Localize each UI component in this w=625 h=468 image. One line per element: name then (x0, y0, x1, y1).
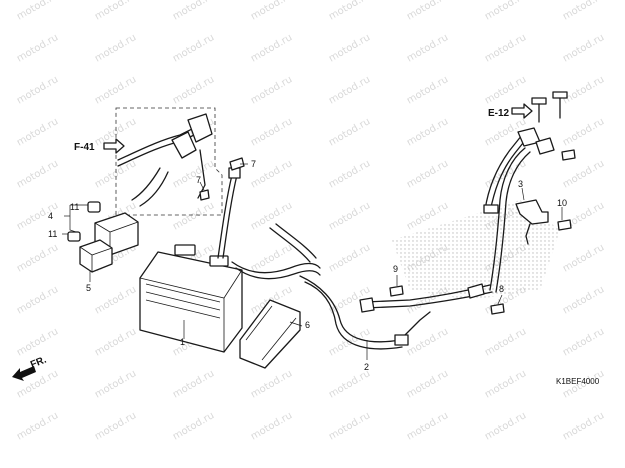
callout-7b: 7 (196, 175, 201, 185)
battery-cable (217, 167, 241, 259)
watermark-text: motod.ru (405, 326, 450, 358)
callout-7a: 7 (251, 159, 256, 169)
watermark-text: motod.ru (327, 242, 372, 274)
watermark-text: motod.ru (15, 200, 60, 232)
watermark-text: motod.ru (561, 0, 606, 23)
watermark-text: motod.ru (327, 368, 372, 400)
watermark-text: motod.ru (483, 0, 528, 23)
watermark-text: motod.ru (249, 32, 294, 64)
watermark-text: motod.ru (483, 410, 528, 442)
watermark-text: motod.ru (171, 0, 216, 23)
watermark-text: motod.ru (171, 200, 216, 232)
watermark-text: motod.ru (15, 0, 60, 23)
ref-e12-label: E-12 (488, 108, 510, 119)
watermark-text: motod.ru (93, 0, 138, 23)
callout-5: 5 (86, 283, 91, 293)
watermark-text: motod.ru (405, 0, 450, 23)
watermark-text: motod.ru (93, 74, 138, 106)
watermark-text: motod.ru (327, 0, 372, 23)
watermark-text: motod.ru (93, 284, 138, 316)
watermark-text: motod.ru (561, 410, 606, 442)
shading-area (392, 200, 560, 300)
wire-harness (231, 127, 555, 350)
watermark-text: motod.ru (249, 368, 294, 400)
callout-1: 1 (180, 337, 185, 347)
watermark-text: motod.ru (15, 158, 60, 190)
watermark-text: motod.ru (405, 116, 450, 148)
watermark-text: motod.ru (15, 242, 60, 274)
callout-2: 2 (364, 362, 369, 372)
watermark-text: motod.ru (327, 74, 372, 106)
watermark-text: motod.ru (561, 284, 606, 316)
watermark-text: motod.ru (249, 242, 294, 274)
watermark-text: motod.ru (171, 32, 216, 64)
callout-11a: 11 (70, 202, 79, 212)
watermark-text: motod.ru (15, 326, 60, 358)
watermark-text: motod.ru (405, 368, 450, 400)
watermark-text: motod.ru (483, 32, 528, 64)
watermark-text: motod.ru (15, 284, 60, 316)
diagram-code: K1BEF4000 (556, 377, 600, 386)
ref-f41-label: F-41 (74, 142, 95, 153)
watermark-text: motod.ru (327, 32, 372, 64)
watermark-text: motod.ru (327, 410, 372, 442)
watermark-text: motod.ru (327, 158, 372, 190)
watermark-text: motod.ru (327, 200, 372, 232)
callout-10: 10 (557, 198, 567, 208)
watermark-text: motod.ru (171, 158, 216, 190)
front-direction-label: FR. (29, 354, 48, 370)
battery (139, 244, 243, 353)
watermark-text: motod.ru (93, 410, 138, 442)
watermark-text: motod.ru (561, 116, 606, 148)
watermark-text: motod.ru (171, 410, 216, 442)
watermark-text: motod.ru (171, 74, 216, 106)
watermark-text: motod.ru (483, 74, 528, 106)
callout-6: 6 (305, 320, 310, 330)
watermark-text: motod.ru (561, 32, 606, 64)
leader-lines (62, 163, 563, 360)
watermark-text: motod.ru (93, 32, 138, 64)
watermark-text: motod.ru (561, 326, 606, 358)
detail-box (115, 107, 223, 216)
watermark-text: motod.ru (15, 410, 60, 442)
callout-3: 3 (518, 179, 523, 189)
callouts: 1 2 3 4 5 6 7 7 8 9 10 11 11 (48, 159, 567, 372)
watermark-text: motod.ru (327, 116, 372, 148)
relay-cover (79, 239, 113, 273)
callout-11b: 11 (48, 229, 57, 239)
battery-pad (239, 299, 301, 369)
watermark-text: motod.ru (249, 410, 294, 442)
watermark-text: motod.ru (483, 326, 528, 358)
watermark-text: motod.ru (561, 242, 606, 274)
callout-9: 9 (393, 264, 398, 274)
watermark-text: motod.ru (249, 0, 294, 23)
watermark-text: motod.ru (561, 74, 606, 106)
watermark-text: motod.ru (249, 200, 294, 232)
watermark-text: motod.ru (249, 74, 294, 106)
watermark-text: motod.ru (405, 74, 450, 106)
callout-8: 8 (499, 284, 504, 294)
ref-arrow-e12 (511, 103, 533, 119)
watermark-text: motod.ru (405, 410, 450, 442)
front-arrow-icon (12, 366, 36, 381)
watermark-text: motod.ru (15, 116, 60, 148)
watermark-text: motod.ru (15, 74, 60, 106)
bolts (199, 91, 576, 315)
watermark-text: motod.ru (405, 158, 450, 190)
watermark-text: motod.ru (249, 116, 294, 148)
watermark-text: motod.ru (561, 158, 606, 190)
watermark-text: motod.ru (15, 32, 60, 64)
ref-arrow-f41 (103, 138, 125, 154)
cable-clip (515, 199, 549, 245)
callout-4: 4 (48, 211, 53, 221)
watermark-text: motod.ru (93, 326, 138, 358)
watermark-text: motod.ru (171, 368, 216, 400)
watermark-text: motod.ru (483, 368, 528, 400)
watermark-text: motod.ru (93, 368, 138, 400)
watermark-text: motod.ru (405, 32, 450, 64)
